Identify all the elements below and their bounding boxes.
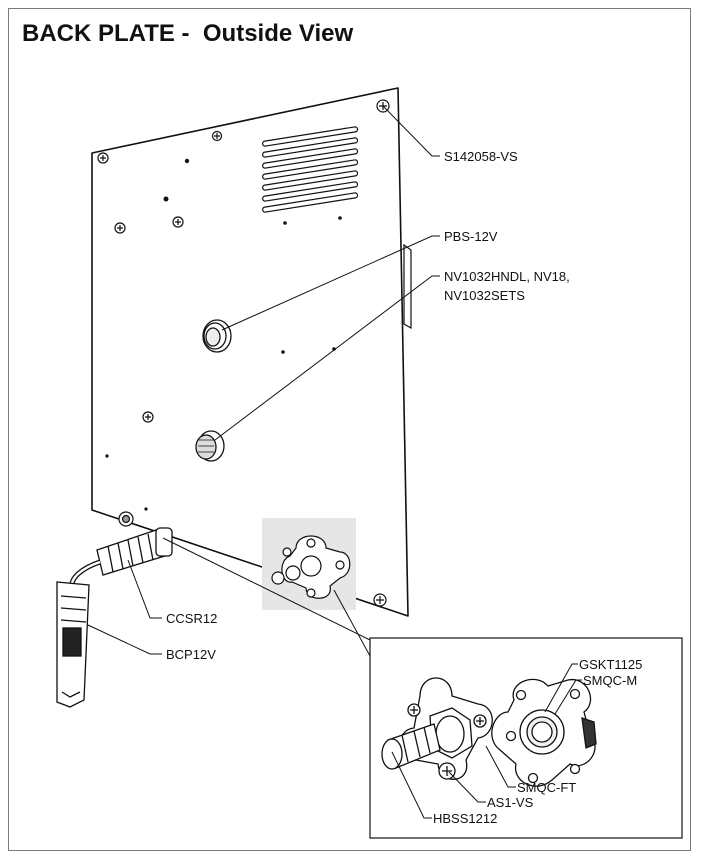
label-gskt1125: GSKT1125 — [579, 657, 642, 672]
screw-bottom-right — [373, 593, 387, 607]
leader-male — [554, 679, 582, 715]
screw-top-left — [97, 152, 109, 164]
label-hbss1212: HBSS1212 — [433, 811, 497, 826]
plate-side-tab — [403, 243, 412, 330]
leader-cord-plug — [87, 624, 162, 655]
leader-valve — [214, 275, 440, 441]
leader-push-button — [221, 235, 440, 331]
back-plate — [91, 87, 409, 617]
label-bcp12v: BCP12V — [166, 647, 216, 662]
label-nv1032-line2: NV1032SETS — [444, 288, 525, 303]
detail-hex-nut — [429, 707, 473, 759]
plate-holes — [105, 158, 342, 511]
screw-left — [114, 222, 126, 234]
diagram-title: BACK PLATE - Outside View — [22, 20, 354, 47]
screw-top-mid — [211, 130, 223, 142]
fitting-on-plate — [271, 535, 351, 599]
detail-hose-barb — [381, 723, 441, 770]
cord-plug — [56, 581, 90, 708]
leader-gasket — [544, 663, 578, 713]
leader-detail-strip — [162, 537, 371, 641]
valve-knob — [195, 430, 225, 462]
detail-fitting-male — [491, 678, 597, 787]
label-smqc-ft: SMQC-FT — [517, 780, 576, 795]
label-smqc-m: SMQC-M — [583, 673, 637, 688]
screw-mid — [172, 216, 184, 228]
screw-lower-left — [142, 411, 154, 423]
leader-screw-small — [448, 771, 486, 803]
leader-lines — [87, 105, 582, 819]
push-button — [202, 319, 232, 353]
leader-detail-top — [333, 589, 371, 657]
leader-barb — [391, 751, 432, 819]
leader-screw — [382, 105, 440, 157]
vent-slots — [262, 126, 359, 213]
leader-cord-relief — [127, 559, 162, 619]
cord-strain-relief — [96, 527, 173, 576]
label-s142058-vs: S142058-VS — [444, 149, 518, 164]
callout-labels: S142058-VS PBS-12V NV1032HNDL, NV18, NV1… — [166, 149, 642, 826]
grommet — [118, 511, 134, 527]
label-nv1032-line1: NV1032HNDL, NV18, — [444, 269, 570, 284]
leader-female — [485, 745, 516, 788]
label-ccsr12: CCSR12 — [166, 611, 217, 626]
label-as1-vs: AS1-VS — [487, 795, 534, 810]
label-pbs-12v: PBS-12V — [444, 229, 498, 244]
diagram-frame — [8, 8, 691, 851]
plate-screws — [97, 99, 390, 607]
